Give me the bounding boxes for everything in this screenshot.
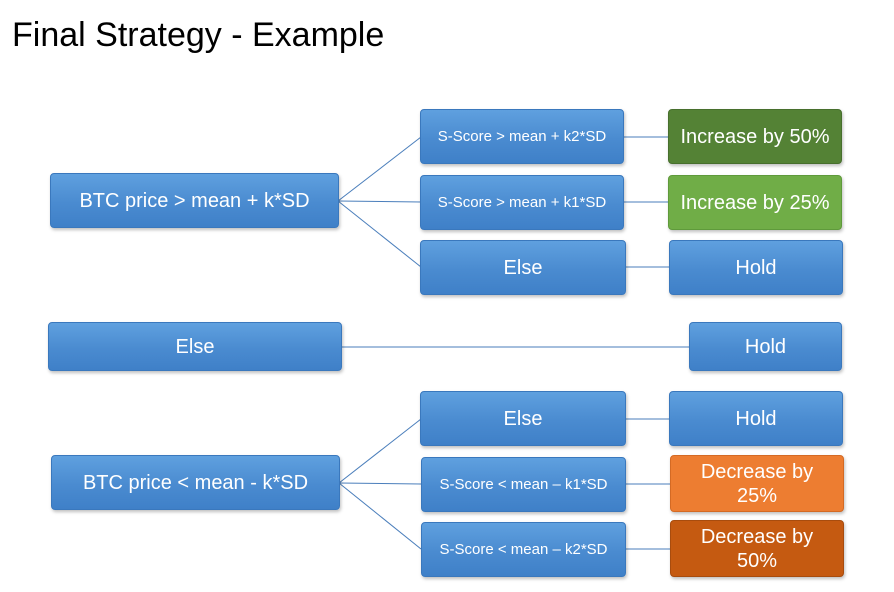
connector-upper-root-branch-1 [337, 136, 422, 202]
connector-lower-root-branch-3 [338, 482, 422, 550]
lower-branch-3-condition-box: S-Score < mean – k2*SD [421, 522, 626, 577]
upper-branch-3-condition-label: Else [503, 256, 543, 279]
middle-condition-label: Else [175, 335, 215, 358]
lower-branch-2-condition-label: S-Score < mean – k1*SD [439, 475, 608, 493]
lower-branch-1-condition-label: Else [503, 407, 543, 430]
lower-branch-2-action-box: Decrease by 25% [670, 455, 844, 512]
lower-branch-1-action-label: Hold [735, 407, 777, 430]
connector-upper-root-branch-2 [337, 200, 422, 203]
upper-branch-1-condition-box: S-Score > mean + k2*SD [420, 109, 624, 164]
middle-action-box: Hold [689, 322, 842, 371]
upper-branch-3-action-label: Hold [735, 256, 777, 279]
upper-root-condition-label: BTC price > mean + k*SD [79, 189, 310, 212]
upper-branch-1-action-box: Increase by 50% [668, 109, 842, 164]
upper-branch-2-condition-label: S-Score > mean + k1*SD [437, 193, 607, 211]
lower-branch-3-action-box: Decrease by 50% [670, 520, 844, 577]
page-title: Final Strategy - Example [12, 16, 385, 54]
upper-branch-1-action-label: Increase by 50% [680, 125, 830, 148]
upper-root-condition-box: BTC price > mean + k*SD [50, 173, 339, 228]
lower-branch-3-condition-label: S-Score < mean – k2*SD [439, 540, 608, 558]
upper-branch-2-condition-box: S-Score > mean + k1*SD [420, 175, 624, 230]
middle-action-label: Hold [744, 335, 787, 358]
lower-root-condition-box: BTC price < mean - k*SD [51, 455, 340, 510]
connector-lower-root-branch-1 [338, 418, 422, 484]
lower-branch-2-action-label: Decrease by 25% [700, 460, 814, 507]
lower-branch-1-action-box: Hold [669, 391, 843, 446]
upper-branch-2-action-box: Increase by 25% [668, 175, 842, 230]
middle-condition-box: Else [48, 322, 342, 371]
lower-root-condition-label: BTC price < mean - k*SD [82, 471, 309, 494]
lower-branch-3-action-label: Decrease by 50% [700, 525, 814, 572]
upper-branch-3-action-box: Hold [669, 240, 843, 295]
lower-branch-2-condition-box: S-Score < mean – k1*SD [421, 457, 626, 512]
lower-branch-1-condition-box: Else [420, 391, 626, 446]
connector-upper-root-branch-3 [337, 200, 422, 268]
upper-branch-3-condition-box: Else [420, 240, 626, 295]
upper-branch-1-condition-label: S-Score > mean + k2*SD [437, 127, 607, 145]
connector-lower-root-branch-2 [338, 482, 422, 485]
upper-branch-2-action-label: Increase by 25% [680, 191, 830, 214]
